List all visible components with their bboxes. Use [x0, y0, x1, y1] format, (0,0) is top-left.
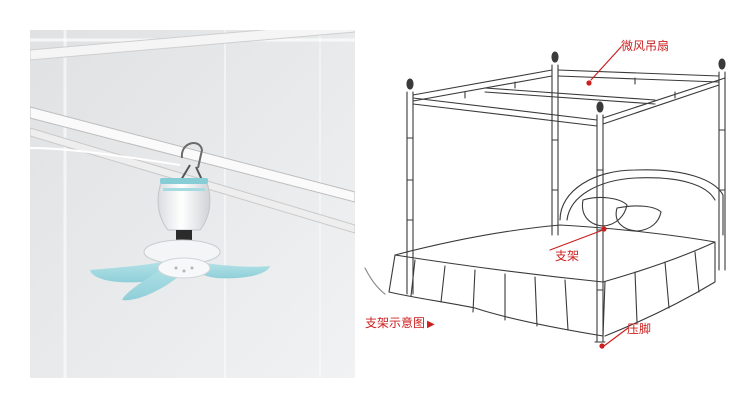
bed-frame-sketch — [364, 46, 726, 349]
canopy-frame-diagram — [355, 30, 750, 378]
fan-photo — [30, 30, 355, 378]
mini-fan-label: 微风吊扇 — [621, 39, 670, 53]
marker-dot-icon — [586, 80, 607, 349]
finial-icon — [406, 51, 726, 113]
arrow-right-icon: ▶ — [427, 319, 435, 330]
frame-label: 支架 — [555, 249, 580, 263]
fan-photo-illustration — [30, 30, 355, 378]
frame-diagram-label: 支架示意图▶ — [365, 316, 435, 332]
foot-label: 压脚 — [627, 322, 652, 336]
frame-diagram-text: 支架示意图 — [365, 316, 426, 330]
